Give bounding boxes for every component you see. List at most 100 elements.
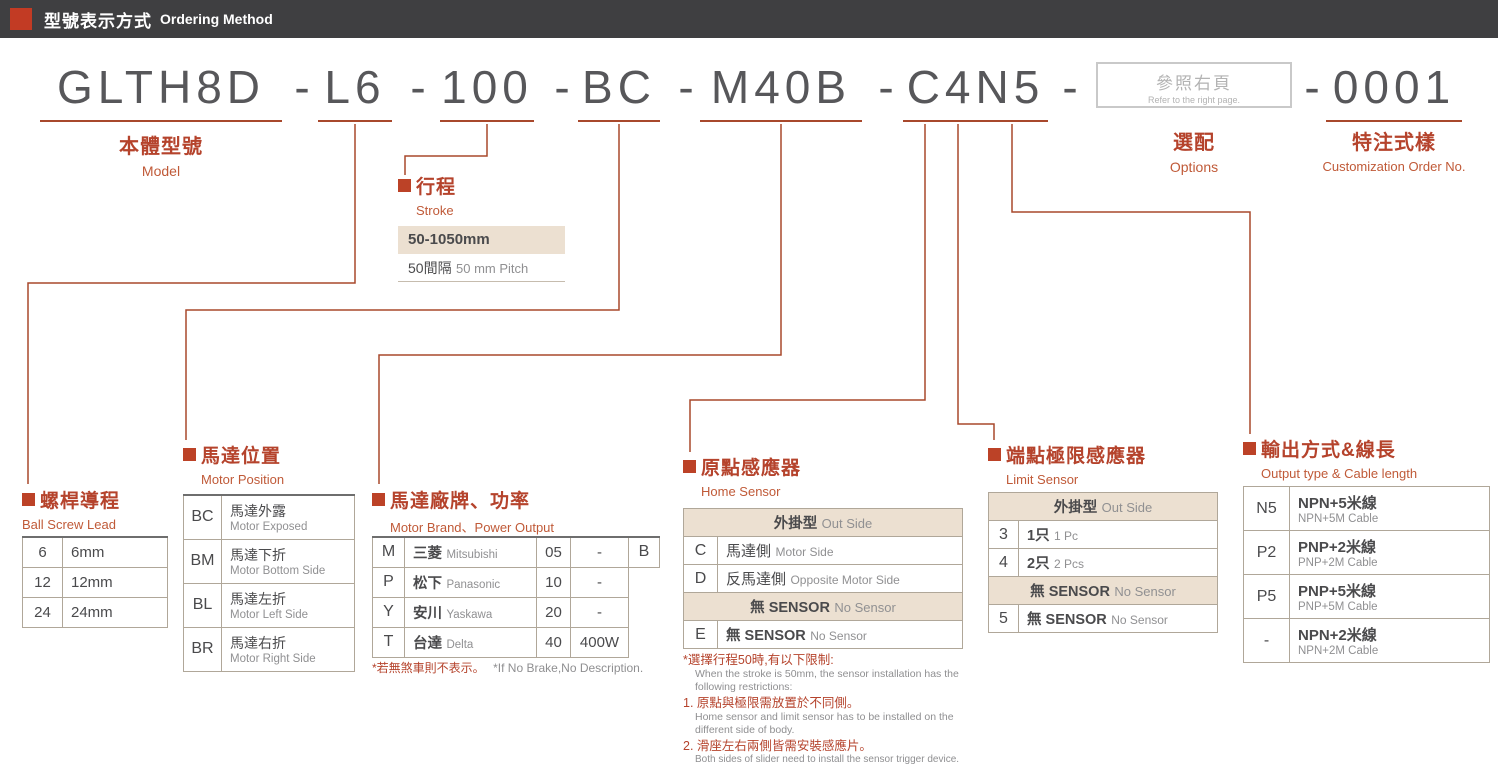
sensor-desc: 1只 1 Pc — [1018, 520, 1218, 549]
table-row: D 反馬達側 Opposite Motor Side — [683, 564, 963, 593]
model-code-separator: - — [554, 61, 570, 113]
table-row: 6 6mm — [22, 536, 168, 568]
output-code: - — [1243, 618, 1290, 663]
output-title-row: 輸出方式&線長 — [1243, 435, 1417, 462]
note-item1-zh: 1. 原點與極限需放置於不同側。 — [683, 696, 860, 710]
position-desc: 馬達外露 Motor Exposed — [221, 494, 355, 540]
section-marker-icon — [683, 460, 696, 473]
brand-name: 三菱 Mitsubishi — [404, 536, 537, 568]
position-desc-en: Motor Exposed — [230, 521, 308, 534]
sensor-code: D — [683, 564, 718, 593]
motor-position-table: BC 馬達外露 Motor Exposed BM 馬達下折 Motor Bott… — [183, 494, 355, 672]
position-desc: 馬達左折 Motor Left Side — [221, 582, 355, 628]
section-ball-screw-lead: 螺桿導程 Ball Screw Lead — [22, 486, 120, 532]
limit-sensor-title-row: 端點極限感應器 — [988, 441, 1146, 468]
model-code-model: GLTH8D — [40, 56, 282, 122]
power-value: 400W — [570, 626, 629, 658]
label-model-zh: 本體型號 — [119, 136, 203, 158]
motor-brand-title-en: Motor Brand、Power Output — [390, 520, 555, 535]
output-table: N5 NPN+5米線 NPN+5M Cable P2 PNP+2米線 PNP+2… — [1243, 486, 1490, 663]
brand-name-zh: 松下 — [413, 575, 442, 592]
home-sensor-title-row: 原點感應器 — [683, 453, 801, 480]
output-title-en: Output type & Cable length — [1261, 466, 1418, 481]
page-title-en: Ordering Method — [160, 11, 273, 27]
model-code-separator: - — [878, 61, 894, 113]
position-code: BL — [183, 582, 222, 628]
sensor-desc-en: Opposite Motor Side — [790, 573, 900, 587]
table-row: E 無 SENSOR No Sensor — [683, 620, 963, 649]
lead-value: 12mm — [62, 566, 168, 598]
table-row: Y 安川 Yaskawa 20 - — [372, 596, 660, 628]
label-model-en: Model — [141, 163, 181, 179]
options-reference-box: 參照右頁 Refer to the right page. — [1096, 62, 1292, 108]
table-row: 5 無 SENSOR No Sensor — [988, 604, 1218, 633]
sensor-type-header: 外掛型 Out Side — [683, 508, 963, 537]
brand-code: M — [372, 536, 405, 568]
sensor-code: 4 — [988, 548, 1019, 577]
brand-name: 安川 Yaskawa — [404, 596, 537, 628]
limit-sensor-table: 外掛型 Out Side 3 1只 1 Pc 4 2只 2 Pcs — [988, 492, 1218, 633]
output-desc: PNP+5米線 PNP+5M Cable — [1289, 574, 1490, 619]
brand-name: 松下 Panasonic — [404, 566, 537, 598]
model-code-stroke: 100 — [440, 56, 534, 122]
brand-name-zh: 三菱 — [413, 545, 442, 562]
power-code: 40 — [536, 626, 571, 658]
table-row: 無 SENSOR No Sensor — [683, 592, 963, 621]
model-code-separator: - — [1062, 61, 1078, 113]
motor-brand-note: *若無煞車則不表示。 *If No Brake,No Description. — [372, 659, 643, 677]
motor-brand-table: M 三菱 Mitsubishi 05 - B P 松下 Panasonic 10… — [372, 536, 660, 658]
stroke-pitch-zh: 50間隔 — [408, 260, 452, 276]
brand-name-en: Panasonic — [446, 578, 501, 591]
note-item1-en: Home sensor and limit sensor has to be i… — [695, 711, 954, 736]
limit-sensor-title-zh: 端點極限感應器 — [1006, 446, 1147, 467]
position-desc-en: Motor Right Side — [230, 653, 316, 665]
output-desc-zh: NPN+2米線 — [1298, 627, 1377, 644]
stroke-pitch-en: 50 mm Pitch — [456, 261, 529, 276]
table-row: 4 2只 2 Pcs — [988, 548, 1218, 577]
connector-line-limit-sensor — [957, 124, 995, 440]
connector-line-stroke — [404, 124, 488, 175]
model-code-separator: - — [294, 61, 310, 113]
brand-code: P — [372, 566, 405, 598]
sensor-desc-zh: 馬達側 — [726, 543, 772, 560]
home-sensor-table: 外掛型 Out Side C 馬達側 Motor Side D 反馬達側 Opp… — [683, 508, 963, 649]
motor-position-title-row: 馬達位置 — [183, 441, 284, 468]
no-sensor-en: No Sensor — [1114, 584, 1176, 599]
motor-position-title-en: Motor Position — [201, 472, 285, 487]
sensor-desc: 反馬達側 Opposite Motor Side — [717, 564, 963, 593]
sensor-desc: 馬達側 Motor Side — [717, 536, 963, 565]
motor-brand-title-row: 馬達廠牌、功率 — [372, 486, 554, 513]
ball-screw-lead-table: 6 6mm 12 12mm 24 24mm — [22, 536, 168, 628]
label-options: 選配 Options — [1096, 126, 1292, 175]
label-custom-en: Customization Order No. — [1322, 159, 1466, 174]
table-row: 3 1只 1 Pc — [988, 520, 1218, 549]
power-code: 05 — [536, 536, 571, 568]
sensor-type-header-zh: 外掛型 — [1053, 500, 1098, 516]
sensor-desc: 2只 2 Pcs — [1018, 548, 1218, 577]
section-limit-sensor: 端點極限感應器 Limit Sensor — [988, 441, 1146, 487]
brand-name: 台達 Delta — [404, 626, 537, 658]
note-item2-en: Both sides of slider need to install the… — [695, 754, 960, 765]
output-code: P5 — [1243, 574, 1290, 619]
no-sensor-divider: 無 SENSOR No Sensor — [683, 592, 963, 621]
stroke-pitch-cell: 50間隔 50 mm Pitch — [398, 254, 565, 282]
table-row: P 松下 Panasonic 10 - — [372, 566, 660, 598]
position-desc-zh: 馬達外露 — [230, 503, 286, 520]
table-row: BC 馬達外露 Motor Exposed — [183, 494, 355, 540]
table-row: P2 PNP+2米線 PNP+2M Cable — [1243, 530, 1490, 575]
page-header: 型號表示方式 Ordering Method — [0, 0, 1498, 38]
section-home-sensor: 原點感應器 Home Sensor — [683, 453, 801, 499]
sensor-type-header-zh: 外掛型 — [773, 516, 818, 532]
output-desc-zh: PNP+2米線 — [1298, 539, 1376, 556]
home-sensor-title-zh: 原點感應器 — [701, 458, 802, 479]
model-code-lead: L6 — [318, 56, 392, 122]
sensor-code: 3 — [988, 520, 1019, 549]
section-marker-icon — [398, 179, 411, 192]
output-desc-en: PNP+2M Cable — [1298, 557, 1378, 569]
output-desc-zh: NPN+5米線 — [1298, 495, 1377, 512]
output-desc-en: PNP+5M Cable — [1298, 601, 1378, 613]
table-row: 無 SENSOR No Sensor — [988, 576, 1218, 605]
output-title-zh: 輸出方式&線長 — [1261, 440, 1396, 461]
lead-value: 6mm — [62, 536, 168, 568]
options-box-en: Refer to the right page. — [1147, 95, 1241, 105]
